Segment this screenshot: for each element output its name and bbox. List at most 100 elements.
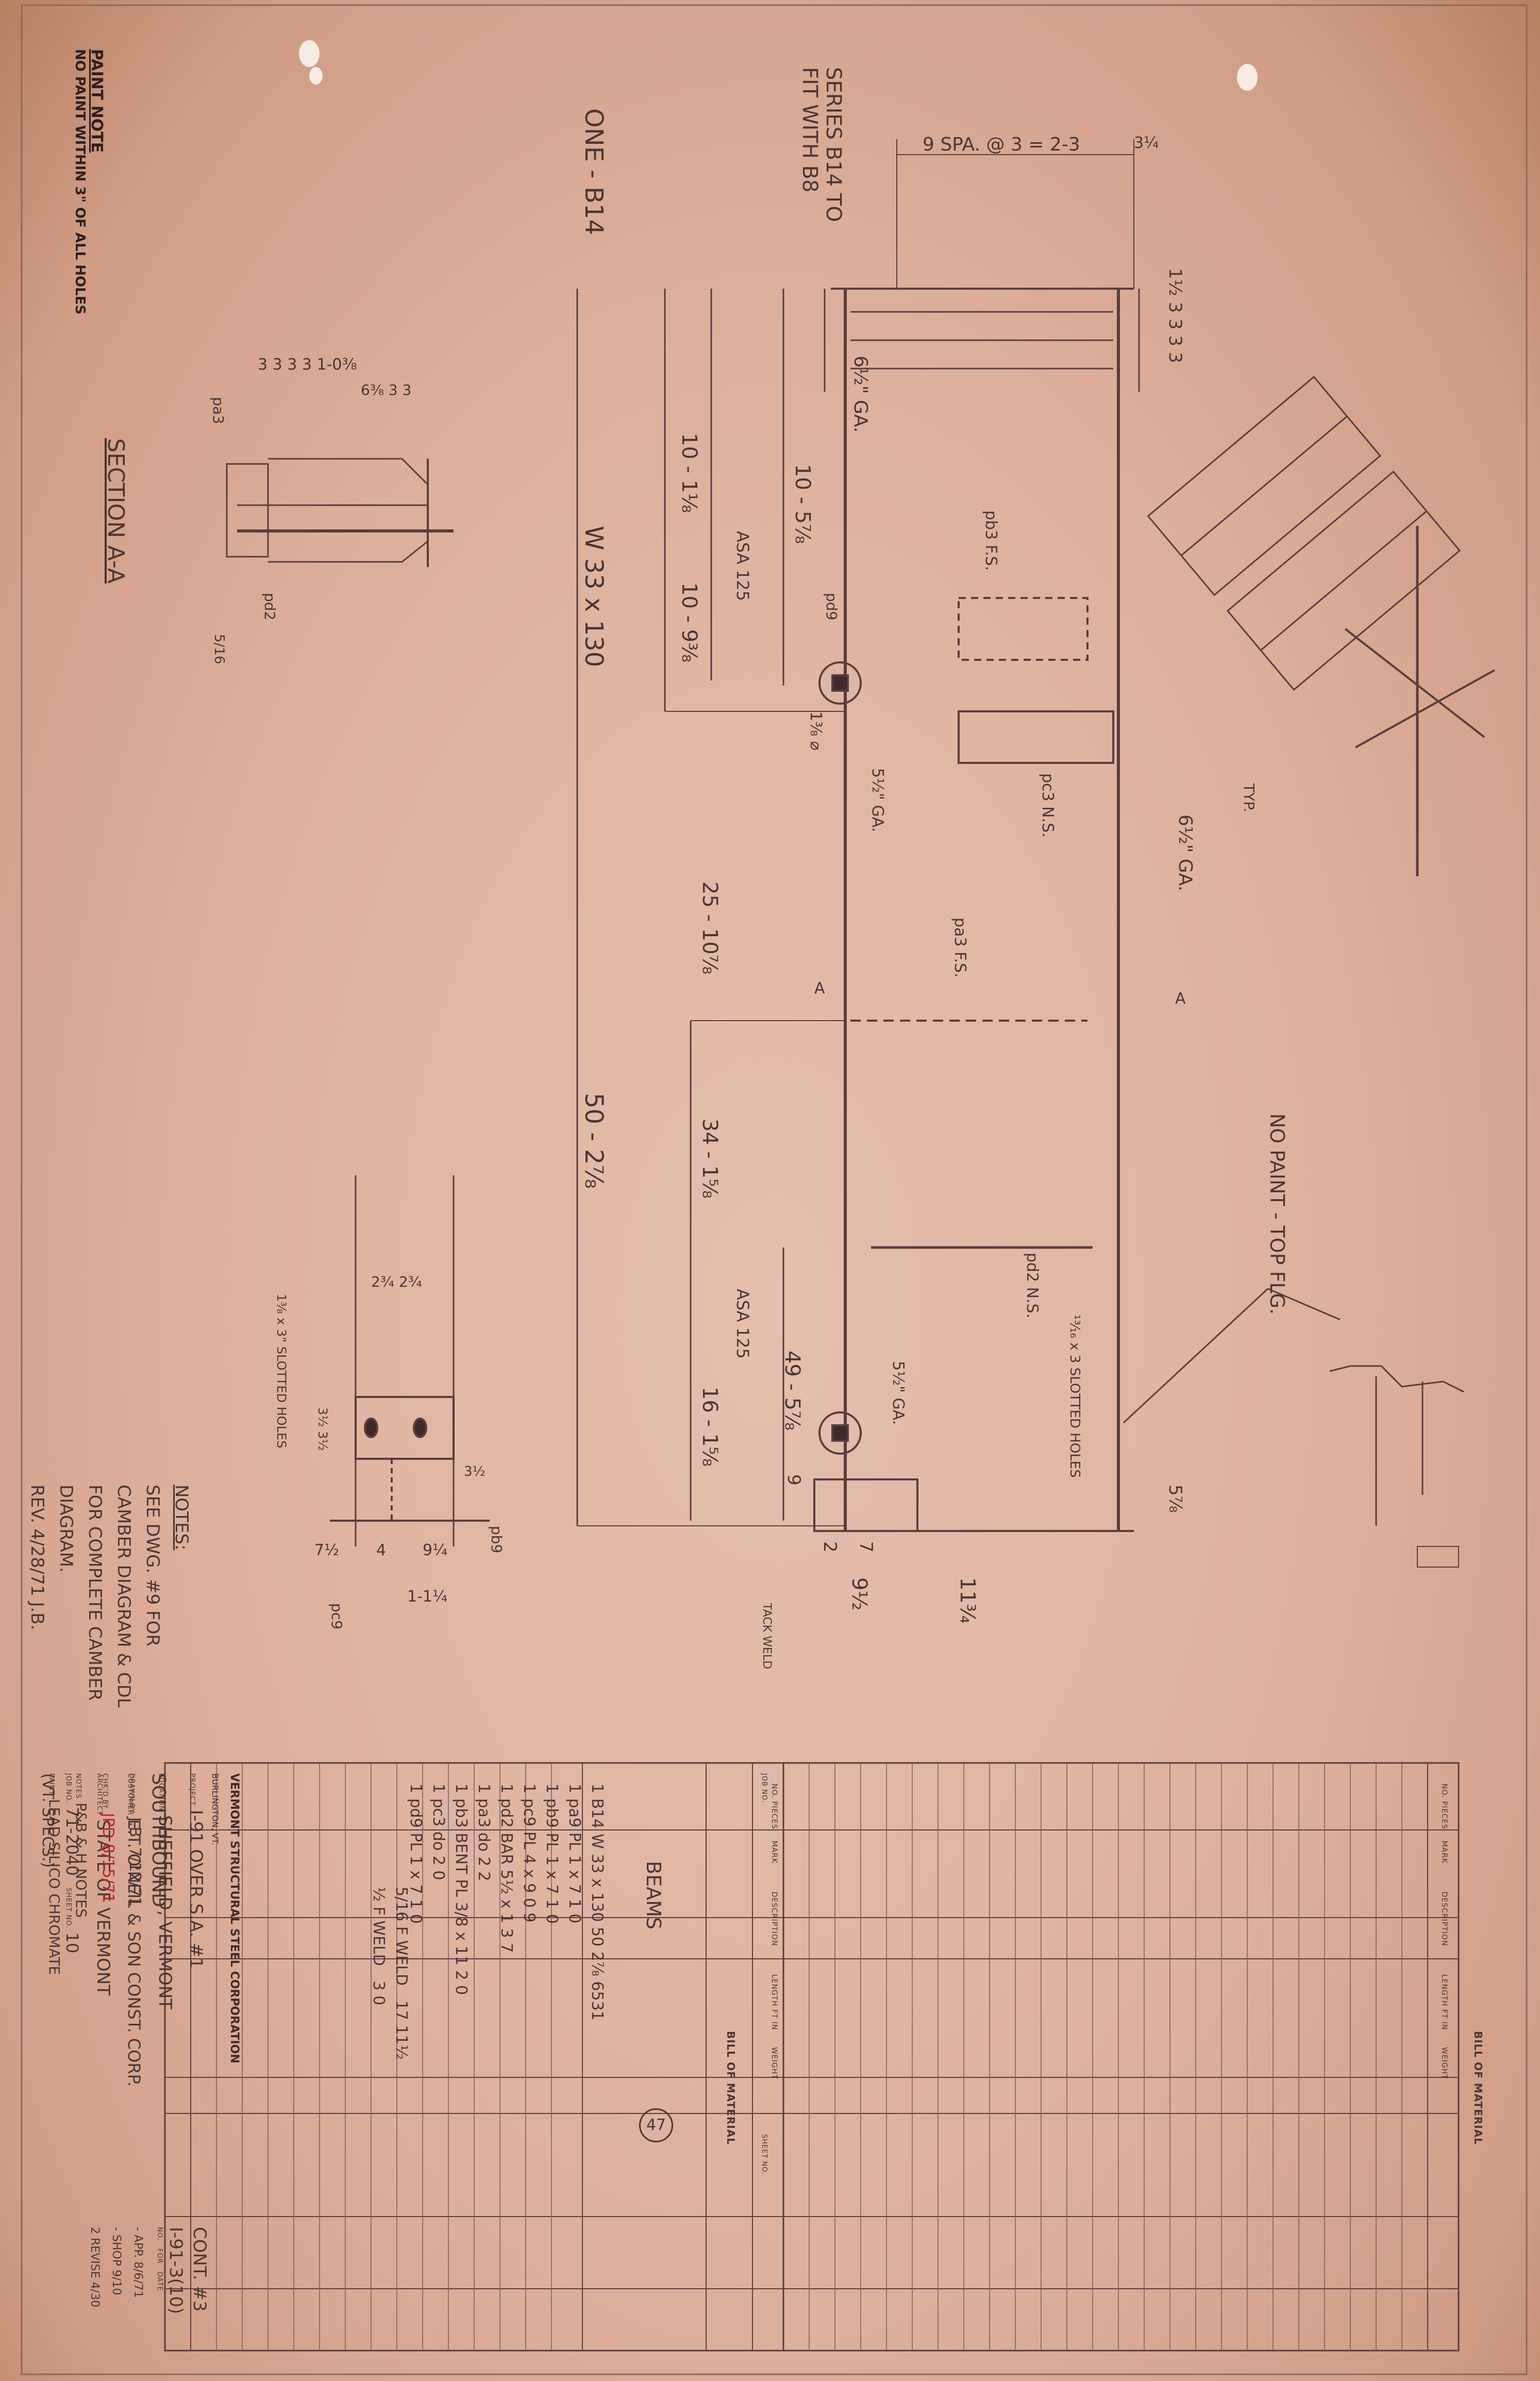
tb-company: VERMONT STRUCTURAL STEEL CORPORATION: [228, 1773, 241, 2063]
bom-row-5: 1 pd2 BAR 5½ x 1 3 7: [497, 1784, 515, 1953]
section-aa-title: SECTION A-A: [103, 438, 129, 584]
section-aa-spacing: 3 3 3 3 1-0⅜: [258, 356, 357, 374]
section-mark-a-right: A: [1175, 990, 1186, 1008]
callout-pd9: pd9: [823, 593, 840, 621]
callout-slotted: ¹³⁄₁₆ x 3 SLOTTED HOLES: [1067, 1314, 1082, 1478]
tb-rev-row-2: - SHOP 9/10: [110, 2227, 123, 2295]
callout-tack-weld: TACK WELD: [760, 1603, 773, 1670]
callout-asa2: ASA 125: [733, 1289, 752, 1359]
callout-pd2: pd2 N.S.: [1023, 1253, 1041, 1319]
tb-city: BURLINGTON, VT.: [210, 1773, 220, 1845]
notes-line-2: CAMBER DIAGRAM & CDL: [113, 1485, 134, 1708]
bom-row-2: 1 pa9 PL 1 x 7 1 0: [565, 1784, 583, 1924]
bom-left-job-no: JOB NO.: [760, 1773, 768, 1803]
callout-asa1: ASA 125: [733, 531, 752, 601]
dim-gage-small1: 5½" GA.: [868, 768, 886, 832]
bom-left-title: BILL OF MATERIAL: [725, 2031, 737, 2145]
dim-spacing-top: 9 SPA. @ 3 = 2-3: [923, 134, 1080, 155]
bom-row-8: 1 pc3 do 2 0: [429, 1784, 447, 1880]
dim-d3: 10 - 9⅜: [677, 582, 701, 662]
dim-d5: 34 - 1⅝: [698, 1119, 722, 1198]
dim-right-end: 1½ 3 3 3 3: [1165, 268, 1185, 363]
callout-pa3: pa3 F.S.: [951, 918, 969, 978]
callout-pc9: pc9: [328, 1603, 345, 1629]
series-note-line1: SERIES B14 TO: [822, 67, 845, 222]
bom-row-6: 1 pa3 do 2 2: [475, 1784, 493, 1882]
section-aa-weld: 5/16: [211, 634, 227, 664]
punch-hole-mid: [1237, 64, 1258, 91]
series-note-line2: FIT WITH B8: [798, 67, 822, 193]
tb-notes-row: NOTES P&B & H NOTES: [73, 1773, 90, 1918]
section-aa-sub: 6⅜ 3 3: [361, 381, 412, 398]
bom-row-3: 1 pb9 PL 1 x 7 1 0: [543, 1784, 561, 1924]
paint-note-text: NO PAINT WITHIN 3" OF ALL HOLES: [72, 49, 88, 315]
dim-d12: 2: [819, 1541, 840, 1553]
dim-gage-top: 6½" GA.: [850, 356, 871, 433]
paint-note-title: PAINT NOTE: [88, 49, 106, 153]
notes-title: NOTES:: [171, 1485, 192, 1551]
section-aa-plate-top: pa3: [210, 397, 227, 424]
callout-pc3: pc3 N.S.: [1039, 773, 1057, 838]
detail2-total: 1-1¼: [407, 1588, 448, 1606]
tb-project-row: PROJECT I-91 OVER S.A. #1: [186, 1773, 206, 1969]
notes-block: NOTES: SEE DWG. #9 FOR CAMBER DIAGRAM & …: [23, 1485, 196, 1708]
bom-row-4: 1 pc9 PL 4 x 9 0 9: [520, 1784, 538, 1923]
member-section: W 33 x 130: [579, 526, 608, 668]
dim-d10: 5⅞: [1165, 1485, 1185, 1513]
notes-line-4: DIAGRAM.: [56, 1485, 76, 1573]
dim-d11: 9: [783, 1474, 804, 1486]
dim-d9: 11¾: [956, 1577, 979, 1624]
bom-right-headers: NO. PIECES MARK DESCRIPTION LENGTH FT IN…: [1440, 1784, 1448, 2079]
notes-line-1: SEE DWG. #9 FOR: [142, 1485, 163, 1646]
detail2-w1: 7½: [314, 1541, 340, 1559]
member-qty-mark: ONE - B14: [579, 108, 608, 235]
dim-d2: 10 - 5⅞: [791, 464, 814, 544]
dim-d1: 10 - 1⅛: [677, 433, 701, 513]
callout-no-paint-top: NO PAINT - TOP FLG.: [1266, 1113, 1288, 1315]
dim-gage-left: 6½" GA.: [1175, 814, 1196, 892]
bom-row-7: 1 pb3 BENT PL 3/8 x 11 2 0: [452, 1784, 470, 1995]
bom-left-section-title: BEAMS: [642, 1861, 665, 1929]
detail2-edge: 3½: [464, 1464, 486, 1479]
punch-hole-top: [299, 40, 320, 67]
bom-right-title: BILL OF MATERIAL: [1472, 2031, 1484, 2145]
callout-pb3: pb3 F.S.: [982, 510, 1000, 571]
callout-pb9: pb9: [488, 1526, 505, 1554]
detail2-dims: 2¾ 2¾: [371, 1273, 422, 1290]
section-mark-a-left: A: [814, 979, 825, 997]
bom-row-1: 1 B14 W 33 x 130 50 2⅞ 6531: [588, 1784, 606, 2021]
notes-rev: REV. 4/28/71 J.B.: [27, 1485, 47, 1630]
tb-drawn-row: DRAWN BY J.B. 7/12/71: [126, 1773, 144, 1907]
tb-contract: CONT. #3 I-91-3(10): [164, 2227, 211, 2314]
dim-d6: 16 - 1⅝: [698, 1387, 722, 1467]
tb-rev-row-1: - APP. 8/6/71: [131, 2227, 144, 2298]
callout-typ: TYP.: [1241, 784, 1258, 812]
tb-contract-label: CONT. #3: [189, 2227, 210, 2312]
bom-weld-1: 5/16 F WELD 17 11½: [392, 1887, 410, 2060]
series-note: SERIES B14 TO FIT WITH B8: [798, 67, 845, 222]
detail2-w2: 4: [376, 1541, 387, 1559]
dim-d8: 9½: [847, 1577, 871, 1611]
punch-hole-left: [309, 67, 323, 85]
detail2-slot: 1⅜ x 3" SLOTTED HOLES: [274, 1294, 289, 1448]
bom-left-headers: NO. PIECES MARK DESCRIPTION LENGTH FT IN…: [770, 1784, 778, 2079]
bom-weld-block: 5/16 F WELD 17 11½ ½ F WELD 3 0: [367, 1887, 412, 2060]
dim-d4: 25 - 10⅞: [698, 881, 722, 975]
bom-left-sheet-no: SHEET NO.: [760, 2134, 768, 2175]
detail2-w3: 9¼: [423, 1541, 448, 1559]
member-length: 50 - 2⅞: [579, 1093, 608, 1189]
dim-d7: 49 - 5⅞: [780, 1351, 804, 1430]
detail2-side: 3½ 3½: [315, 1407, 330, 1451]
tb-rev-headers: NO. FOR DATE: [156, 2227, 163, 2291]
dim-edge-top: 3¼: [1134, 134, 1159, 152]
dim-gage-small2: 5½" GA.: [889, 1361, 907, 1425]
bom-left-circle: 47: [639, 2108, 673, 2142]
section-aa-plate-bot: pd2: [261, 593, 278, 621]
tb-revisions: NO. FOR DATE - APP. 8/6/71 - SHOP 9/10 2…: [83, 2227, 170, 2307]
tb-chkd-row: CHK'D BY JPD 8/15/71: [99, 1773, 117, 1904]
bom-left-rows: 1 B14 W 33 x 130 50 2⅞ 6531 1 pa9 PL 1 x…: [404, 1784, 608, 2021]
tb-southbound: SOUTHBOUND: [148, 1773, 169, 1907]
tb-rev-row-3: 2 REVISE 4/30: [88, 2227, 101, 2307]
